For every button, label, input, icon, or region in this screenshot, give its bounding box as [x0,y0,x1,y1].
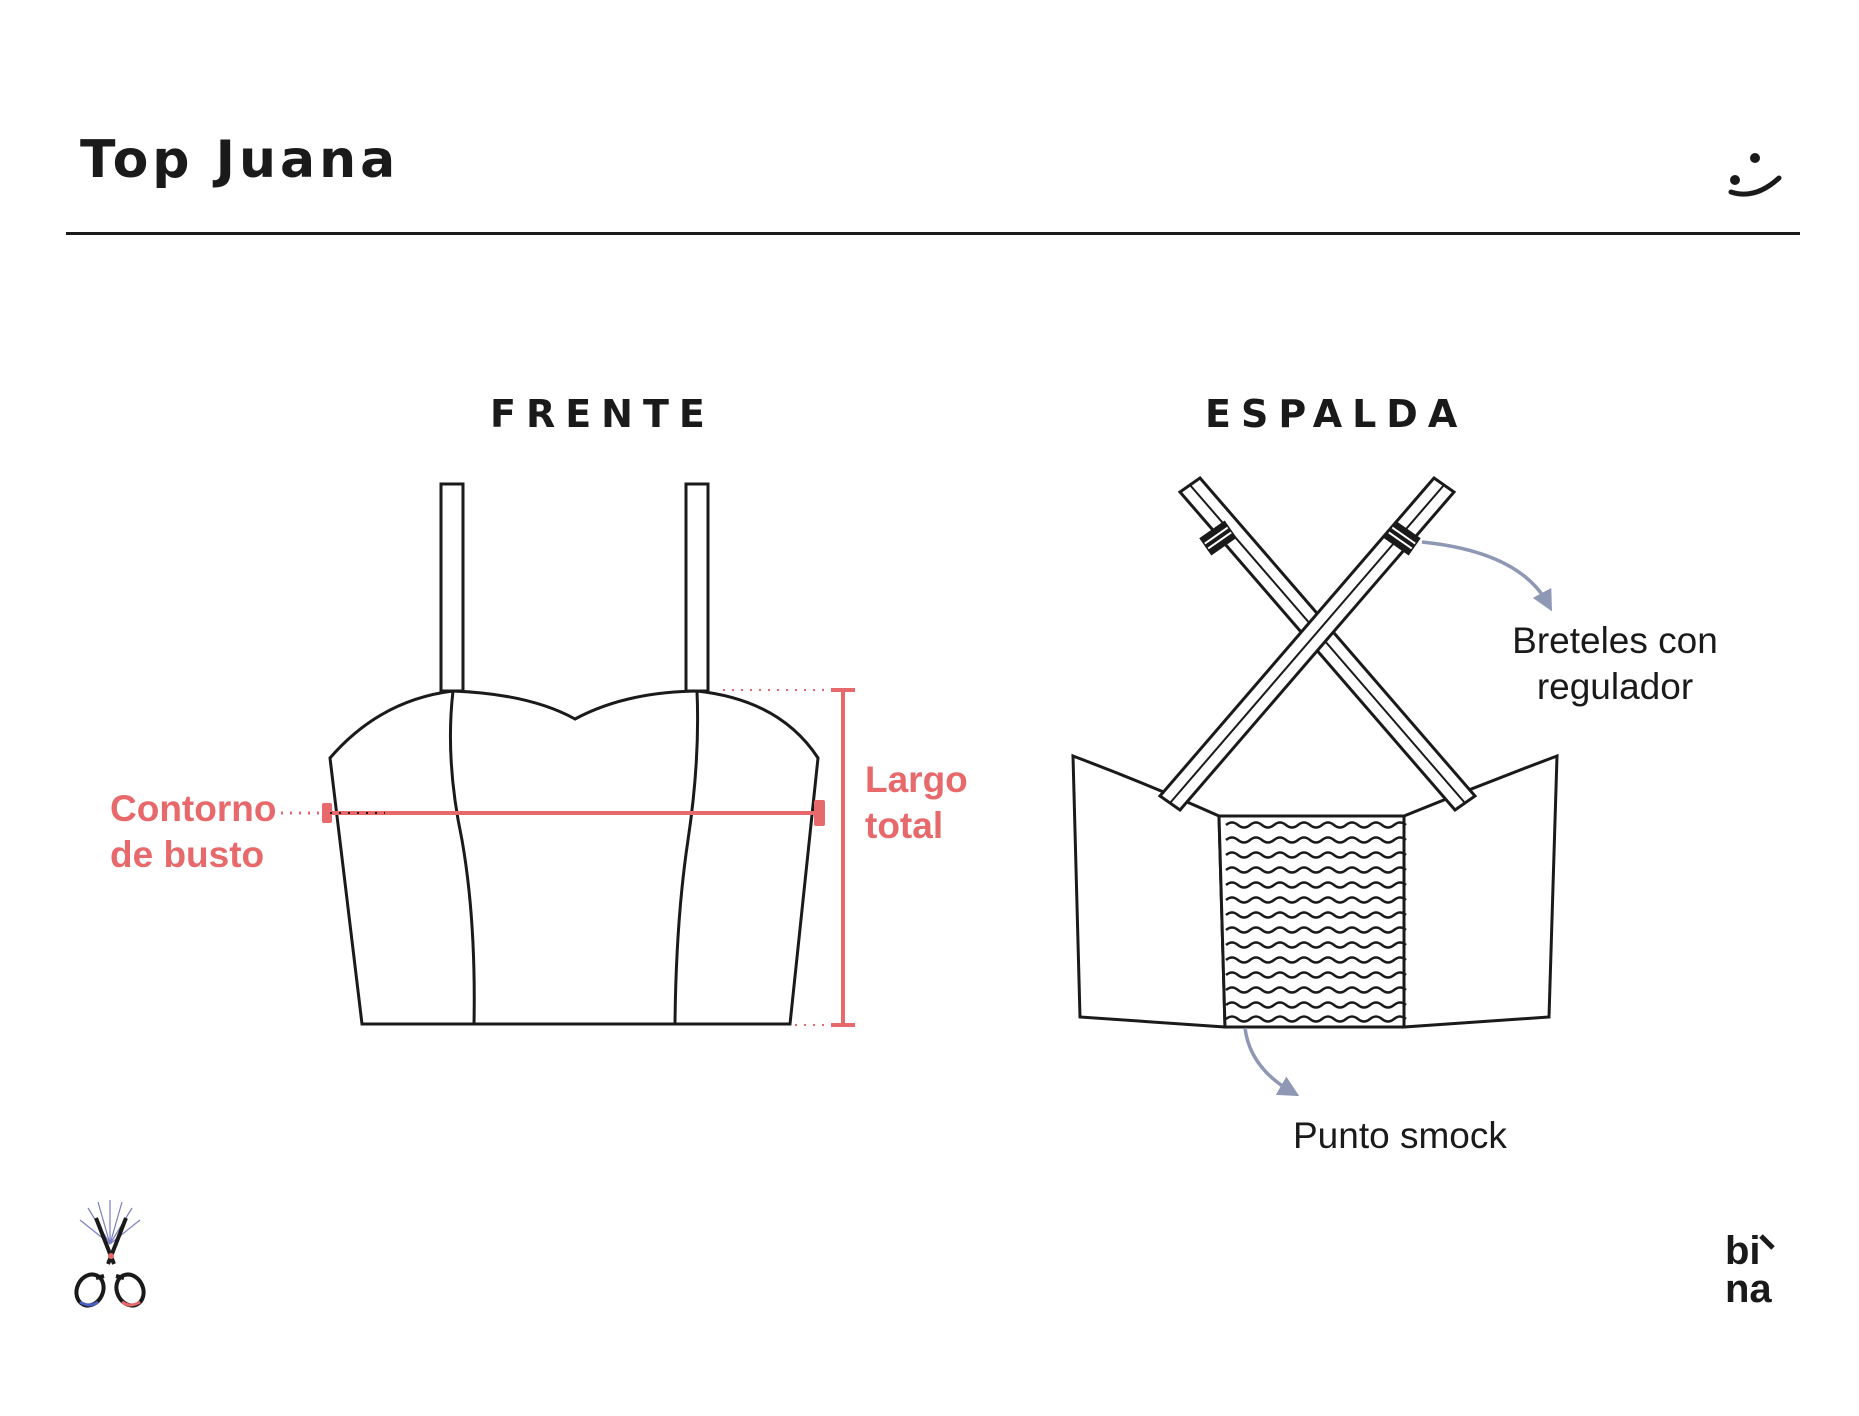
front-left-strap [439,482,465,693]
bust-measurement-label: Contorno de busto [110,786,276,879]
back-left-panel [1071,753,1227,1029]
straps-label-line1: Breteles con [1512,620,1718,661]
front-right-seam [673,690,700,1025]
brand-logo-bottom: na [1725,1267,1772,1304]
scissors-icon [74,1200,146,1308]
front-view-label: FRENTE [490,392,715,436]
strap-adjuster-right [1383,520,1421,556]
straps-callout-label: Breteles con regulador [1505,618,1725,711]
back-view-label: ESPALDA [1205,392,1468,436]
bust-label-line2: de busto [110,834,265,876]
back-right-panel [1402,753,1559,1029]
strap-adjuster-left [1199,520,1237,556]
straps-label-line2: regulador [1536,666,1694,708]
brand-logo-icon: bi na [1725,1229,1775,1304]
brand-logo-top: bi [1725,1229,1761,1273]
page-title: Top Juana [80,130,400,190]
header-divider [66,232,1800,235]
length-measurement-label: Largo total [865,757,968,850]
straps-callout-arrow [1421,540,1552,612]
front-left-seam [448,690,476,1025]
length-label-line2: total [865,805,944,847]
back-straps [1157,475,1478,813]
front-body-outline [328,689,820,1026]
smock-stitches [1225,821,1407,1023]
smock-callout-arrow [1243,1027,1300,1097]
front-right-strap [684,482,710,693]
length-label-line1: Largo [865,759,968,800]
back-garment [1071,753,1559,1029]
smock-callout-label: Punto smock [1293,1115,1507,1156]
front-garment [328,482,820,1026]
bust-measurement [272,800,825,826]
smiley-icon [1728,153,1782,197]
length-measurement [723,688,855,1027]
bust-label-line1: Contorno [110,788,277,829]
back-smock-panel [1217,814,1406,1029]
